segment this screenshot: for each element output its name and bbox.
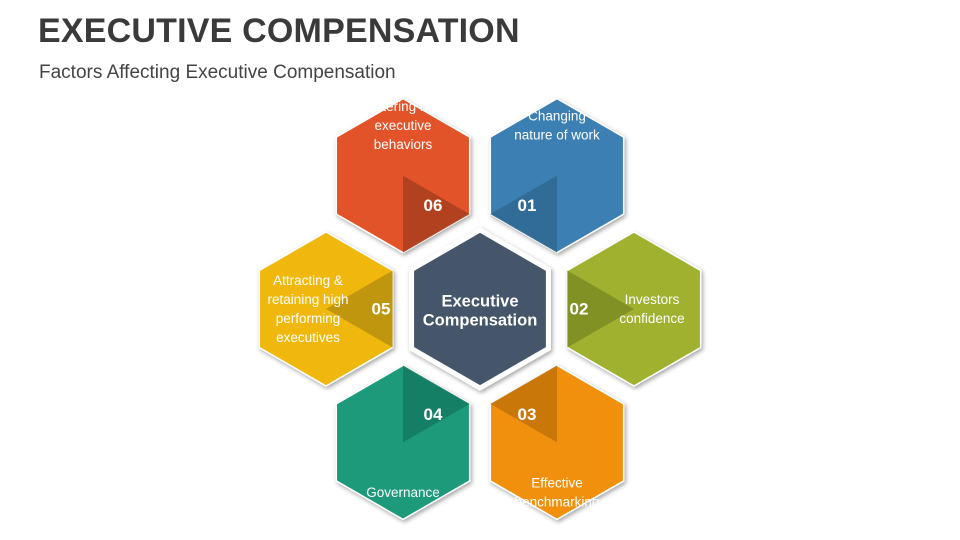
- factor-hexagon-shade-04: [403, 365, 470, 443]
- factor-hexagon-shade-01: [490, 175, 557, 253]
- factor-number-06: 06: [424, 196, 443, 215]
- factor-label-02-line-1: Investors: [625, 292, 680, 307]
- factor-hexagon-shade-02: [567, 270, 634, 348]
- factor-hexagon-shade-06: [403, 175, 470, 253]
- factor-number-04: 04: [424, 405, 443, 424]
- factor-number-05: 05: [372, 300, 391, 319]
- center-label-line-2: Compensation: [423, 312, 538, 330]
- factor-label-06-line-2: executive: [374, 118, 431, 133]
- center-label-line-1: Executive: [441, 293, 518, 311]
- page-title: EXECUTIVE COMPENSATION: [38, 12, 520, 50]
- factor-label-06-line-1: Fostering right: [360, 99, 447, 114]
- factor-hexagon-05: 05 Attracting & retaining high performing ex…: [258, 231, 394, 387]
- page-subtitle: Factors Affecting Executive Compensation: [39, 62, 396, 83]
- factor-hexagon-shade-05: [326, 270, 393, 348]
- factor-hexagon-06: 06 Fostering right executive behaviors: [335, 97, 471, 254]
- factor-label-05-line-3: performing: [276, 311, 341, 326]
- center-hexagon-shape: [409, 227, 551, 391]
- factor-label-02-line-2: confidence: [619, 311, 684, 326]
- factor-label-03-line-2: benchmarking: [515, 494, 600, 509]
- factor-hexagon-02: 02 Investors confidence: [566, 231, 702, 387]
- factor-label-05-line-1: Attracting &: [273, 273, 343, 288]
- factor-label-03-line-1: Effective: [531, 475, 583, 490]
- factor-number-03: 03: [518, 405, 537, 424]
- factor-number-01: 01: [518, 196, 537, 215]
- factor-label-05-line-4: executives: [276, 330, 340, 345]
- factor-hexagon-01: 01 Changing nature of work: [489, 97, 625, 254]
- factor-label-04-line-1: Governance: [366, 485, 440, 500]
- factor-label-05-line-2: retaining high: [267, 292, 348, 307]
- factor-hexagon-shade-03: [490, 365, 557, 443]
- factor-label-06-line-3: behaviors: [374, 137, 433, 152]
- factor-label-01-line-2: nature of work: [514, 128, 600, 143]
- factor-number-02: 02: [570, 300, 589, 319]
- factor-label-01-line-1: Changing: [528, 109, 586, 124]
